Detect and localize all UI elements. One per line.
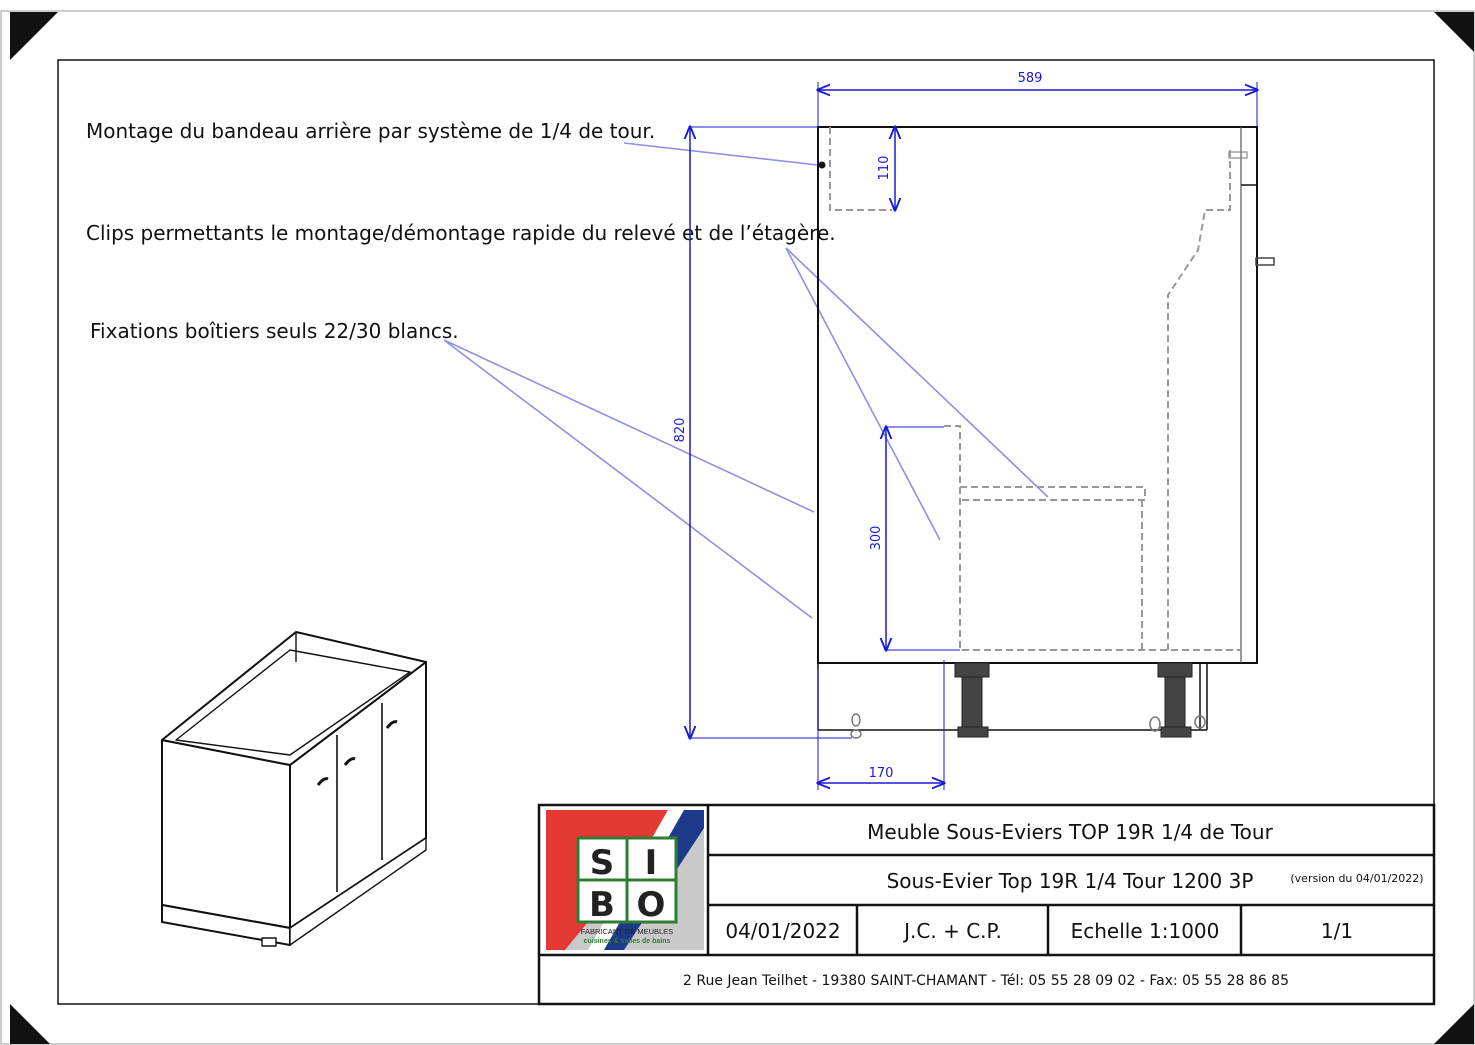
svg-text:FABRICANT DE MEUBLES: FABRICANT DE MEUBLES — [581, 927, 673, 936]
dimension-top-panel: 110 — [877, 156, 892, 181]
dimension-width: 589 — [1018, 71, 1043, 86]
title-block-sheet: 1/1 — [1321, 919, 1353, 943]
title-block-scale: Echelle 1:1000 — [1071, 919, 1220, 943]
title-block-title: Meuble Sous-Eviers TOP 19R 1/4 de Tour — [867, 820, 1273, 844]
title-block-subtitle: Sous-Evier Top 19R 1/4 Tour 1200 3P — [887, 869, 1254, 893]
corner-mark-top-left — [10, 12, 58, 60]
svg-text:cuisines & salles de bains: cuisines & salles de bains — [584, 938, 671, 945]
note-fixings: Fixations boîtiers seuls 22/30 blancs. — [90, 319, 459, 343]
leader-lines — [443, 142, 1049, 619]
title-block-date: 04/01/2022 — [725, 919, 840, 943]
svg-text:S: S — [590, 843, 615, 883]
corner-mark-bottom-right — [1434, 1004, 1474, 1044]
svg-text:I: I — [645, 843, 658, 883]
dimension-shelf: 300 — [869, 526, 884, 551]
sibo-logo: S I B O FABRICANT DE MEUBLES cuisines & … — [546, 810, 704, 950]
sheet-outer-border — [0, 10, 1475, 1045]
corner-mark-bottom-left — [10, 1004, 50, 1044]
dimension-lines — [690, 82, 1257, 790]
dimension-foot-offset: 170 — [869, 766, 894, 781]
title-block-version: (version du 04/01/2022) — [1290, 872, 1423, 885]
title-block-authors: J.C. + C.P. — [902, 919, 1002, 943]
note-clips: Clips permettants le montage/démontage r… — [86, 221, 836, 245]
corner-mark-top-right — [1434, 12, 1474, 52]
svg-text:B: B — [589, 885, 615, 925]
cabinet-isometric-view — [161, 631, 427, 947]
svg-text:O: O — [637, 885, 666, 925]
note-rear-panel: Montage du bandeau arrière par système d… — [86, 119, 655, 143]
dimension-height: 820 — [673, 418, 688, 443]
title-block-address: 2 Rue Jean Teilhet - 19380 SAINT-CHAMANT… — [683, 973, 1289, 989]
rear-fixing-point — [818, 161, 826, 169]
title-block — [537, 803, 1436, 1006]
